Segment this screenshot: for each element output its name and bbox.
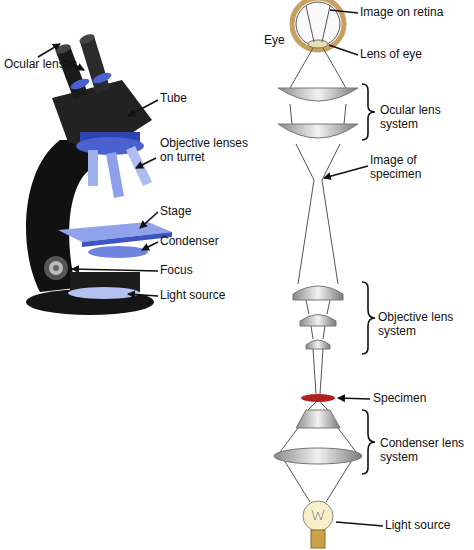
ray bbox=[306, 6, 314, 42]
leader-arrow bbox=[142, 242, 158, 250]
part-label: Image of specimen bbox=[370, 154, 430, 182]
light-rays bbox=[280, 6, 356, 502]
ray bbox=[323, 326, 325, 339]
specimen-slide bbox=[301, 394, 335, 402]
leader-arrow bbox=[324, 166, 368, 178]
condenser-part bbox=[88, 246, 148, 258]
ray bbox=[322, 6, 330, 42]
eye-lens bbox=[308, 40, 328, 48]
objective-lens bbox=[88, 150, 98, 186]
ocular-lens bbox=[278, 124, 358, 138]
part-label: Ocular lenses bbox=[4, 58, 94, 72]
ray bbox=[320, 402, 328, 410]
objective-lens bbox=[106, 152, 124, 198]
part-label: Image on retina bbox=[360, 6, 470, 20]
condenser-lens bbox=[274, 448, 362, 464]
light-bulb bbox=[303, 501, 333, 531]
condenser-lens bbox=[296, 410, 340, 428]
braces bbox=[362, 84, 375, 474]
leader-arrows bbox=[38, 44, 158, 296]
ray bbox=[327, 300, 330, 314]
ray bbox=[326, 460, 352, 502]
ray bbox=[290, 48, 313, 88]
leader-lines bbox=[324, 10, 383, 526]
ray bbox=[296, 144, 314, 180]
focus-knob bbox=[44, 256, 68, 280]
eyepiece bbox=[56, 46, 88, 100]
objective-lens bbox=[293, 286, 343, 300]
ray bbox=[322, 180, 338, 284]
eyepiece-top bbox=[78, 32, 96, 45]
bulb-base bbox=[311, 530, 325, 548]
leader-arrow bbox=[38, 44, 60, 57]
objective-lens bbox=[306, 340, 330, 349]
part-label: Objective lenses on turret bbox=[160, 137, 249, 165]
leader-arrow bbox=[128, 100, 158, 116]
brace bbox=[362, 84, 375, 140]
ray bbox=[306, 300, 309, 314]
ray bbox=[311, 326, 313, 339]
focus-knob-inner bbox=[49, 261, 63, 275]
ray bbox=[290, 104, 292, 124]
brace bbox=[362, 410, 375, 474]
part-label: Light source bbox=[385, 519, 473, 533]
ray bbox=[313, 349, 316, 394]
ray bbox=[308, 402, 316, 410]
leader-arrow bbox=[128, 294, 158, 296]
ray bbox=[298, 180, 314, 284]
eyepiece-collar bbox=[91, 71, 113, 86]
part-label: Objective lens system bbox=[378, 311, 468, 339]
eye bbox=[292, 0, 344, 50]
focus-knob-center bbox=[53, 265, 59, 271]
leader-arrow bbox=[338, 398, 370, 399]
eyepiece-collar bbox=[69, 77, 91, 92]
part-label: Stage bbox=[160, 205, 220, 219]
part-label: Ocular lens system bbox=[380, 104, 452, 132]
light-source-lamp bbox=[68, 287, 140, 299]
objective-lens bbox=[300, 315, 336, 327]
part-label: Light source bbox=[160, 289, 250, 303]
ray bbox=[323, 48, 346, 88]
ocular-lens bbox=[278, 88, 358, 101]
leader-line bbox=[336, 522, 383, 526]
leader-line bbox=[329, 45, 358, 55]
ray bbox=[280, 428, 298, 452]
bulb-filament bbox=[312, 510, 324, 520]
leader-line bbox=[330, 10, 358, 13]
leader-arrow bbox=[72, 269, 158, 271]
ray bbox=[344, 104, 346, 124]
leader-arrow bbox=[140, 212, 158, 228]
part-label: Specimen bbox=[373, 392, 453, 406]
ray bbox=[338, 428, 356, 452]
ray bbox=[320, 349, 323, 394]
leader-arrow bbox=[136, 158, 156, 168]
part-label: Condenser lens system bbox=[380, 437, 470, 465]
eyepiece-top bbox=[54, 42, 72, 55]
ray bbox=[284, 460, 310, 502]
part-label: Tube bbox=[160, 92, 220, 106]
eye-inner bbox=[296, 2, 340, 46]
part-label: Condenser bbox=[160, 235, 240, 249]
part-label: Lens of eye bbox=[360, 48, 470, 62]
part-label: Focus bbox=[160, 264, 220, 278]
stage-edge bbox=[82, 232, 172, 247]
brace bbox=[362, 282, 375, 354]
part-label: Eye bbox=[264, 34, 294, 48]
